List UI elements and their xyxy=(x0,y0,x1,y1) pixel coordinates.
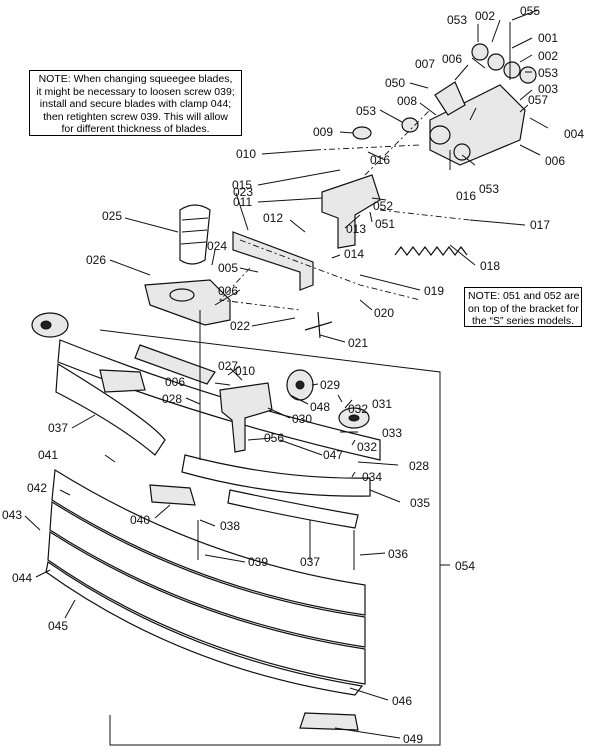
label-057: 057 xyxy=(528,93,548,107)
label-018: 018 xyxy=(480,259,500,273)
note-line-5: for different thickness of blades. xyxy=(61,123,210,135)
label-029: 029 xyxy=(320,378,340,392)
label-045: 045 xyxy=(48,619,68,633)
label-009: 009 xyxy=(313,125,333,139)
label-003: 003 xyxy=(538,82,558,96)
label-050: 050 xyxy=(385,76,405,90)
label-006-top: 006 xyxy=(442,52,462,66)
pivot-bracket xyxy=(321,174,381,249)
label-035: 035 xyxy=(410,496,430,510)
label-037-low: 037 xyxy=(300,555,320,569)
blade-strips xyxy=(55,339,381,529)
note-bracket-line-2: on top of the bracket for xyxy=(468,302,579,315)
note-line-3: install and secure blades with clamp 044… xyxy=(39,98,232,110)
note-line-4: then retighten screw 039. This will allo… xyxy=(43,110,228,123)
note-bracket-line-1: NOTE: 051 and 052 are xyxy=(468,290,580,302)
label-033: 033 xyxy=(382,426,402,440)
label-011: 011 xyxy=(233,195,252,209)
label-037-left: 037 xyxy=(48,421,68,435)
top-right-assembly xyxy=(401,22,537,166)
suction-hose xyxy=(169,204,211,302)
label-014: 014 xyxy=(344,247,364,261)
label-016-left: 016 xyxy=(370,153,390,167)
label-053-top: 053 xyxy=(447,13,467,27)
label-027: 027 xyxy=(218,359,238,373)
label-020: 020 xyxy=(374,306,394,320)
assembly-054-bracket xyxy=(99,329,441,746)
label-005: 005 xyxy=(218,261,238,275)
handle xyxy=(304,311,333,339)
label-017: 017 xyxy=(530,218,550,232)
label-046: 046 xyxy=(392,694,412,708)
label-007: 007 xyxy=(415,57,435,71)
label-032-top: 032 xyxy=(348,402,368,416)
label-053-right: 053 xyxy=(538,66,558,80)
label-043: 043 xyxy=(2,508,22,522)
note-line-1: NOTE: When changing squeegee blades, xyxy=(38,73,233,85)
label-040: 040 xyxy=(130,513,150,527)
label-049: 049 xyxy=(403,732,423,746)
label-025: 025 xyxy=(102,209,122,223)
note-bracket: NOTE: 051 and 052 are on top of the brac… xyxy=(464,287,582,327)
label-013: 013 xyxy=(346,222,366,236)
label-056: 056 xyxy=(264,431,284,445)
label-041: 041 xyxy=(38,448,58,462)
label-006-mid: 006 xyxy=(218,284,238,298)
label-002-top: 002 xyxy=(475,9,495,23)
label-026: 026 xyxy=(86,253,106,267)
label-006-low: 006 xyxy=(165,375,185,389)
label-008: 008 xyxy=(397,94,417,108)
mount-plate xyxy=(144,231,314,326)
label-038: 038 xyxy=(220,519,240,533)
center-bracket xyxy=(219,382,273,453)
label-010-top: 010 xyxy=(236,147,256,161)
label-031: 031 xyxy=(372,397,392,411)
knob xyxy=(352,126,372,140)
label-052: 052 xyxy=(373,199,393,213)
label-024: 024 xyxy=(207,239,227,253)
part-labels: 055 001 002 053 002 053 003 006 007 050 … xyxy=(2,4,584,746)
assembly-centerlines xyxy=(219,109,471,311)
label-028-left: 028 xyxy=(162,392,182,406)
spring xyxy=(394,246,468,256)
clamps-and-plates xyxy=(99,344,359,731)
label-034: 034 xyxy=(362,470,382,484)
squeegee-blades xyxy=(45,468,366,696)
label-053-low: 053 xyxy=(479,182,499,196)
label-022: 022 xyxy=(230,319,250,333)
label-051: 051 xyxy=(375,217,395,231)
label-006-right: 006 xyxy=(545,154,565,168)
label-001: 001 xyxy=(538,31,558,45)
label-055: 055 xyxy=(520,4,540,18)
label-016-right: 016 xyxy=(456,189,476,203)
note-squeegee-blades: NOTE: When changing squeegee blades, it … xyxy=(29,70,242,136)
leader-lines xyxy=(24,9,549,739)
roller-wheel-left xyxy=(31,312,69,338)
label-028-right: 028 xyxy=(409,459,429,473)
note-bracket-line-3: the “S” series models. xyxy=(471,315,575,327)
label-023: 023 xyxy=(233,185,253,199)
label-015: 015 xyxy=(232,178,252,192)
label-042: 042 xyxy=(27,481,47,495)
label-012: 012 xyxy=(263,211,283,225)
label-004: 004 xyxy=(564,127,584,141)
label-036: 036 xyxy=(388,547,408,561)
label-032-low: 032 xyxy=(357,440,377,454)
note-line-2: it might be necessary to loosen screw 03… xyxy=(36,85,235,98)
label-047: 047 xyxy=(323,448,343,462)
label-030: 030 xyxy=(292,412,312,426)
label-010-mid: 010 xyxy=(235,364,255,378)
label-002-right: 002 xyxy=(538,49,558,63)
label-039: 039 xyxy=(248,555,268,569)
label-053-mid: 053 xyxy=(356,104,376,118)
label-044: 044 xyxy=(12,571,32,585)
label-019: 019 xyxy=(424,284,444,298)
label-054: 054 xyxy=(455,559,475,573)
label-021: 021 xyxy=(348,336,368,350)
label-048: 048 xyxy=(310,400,330,414)
